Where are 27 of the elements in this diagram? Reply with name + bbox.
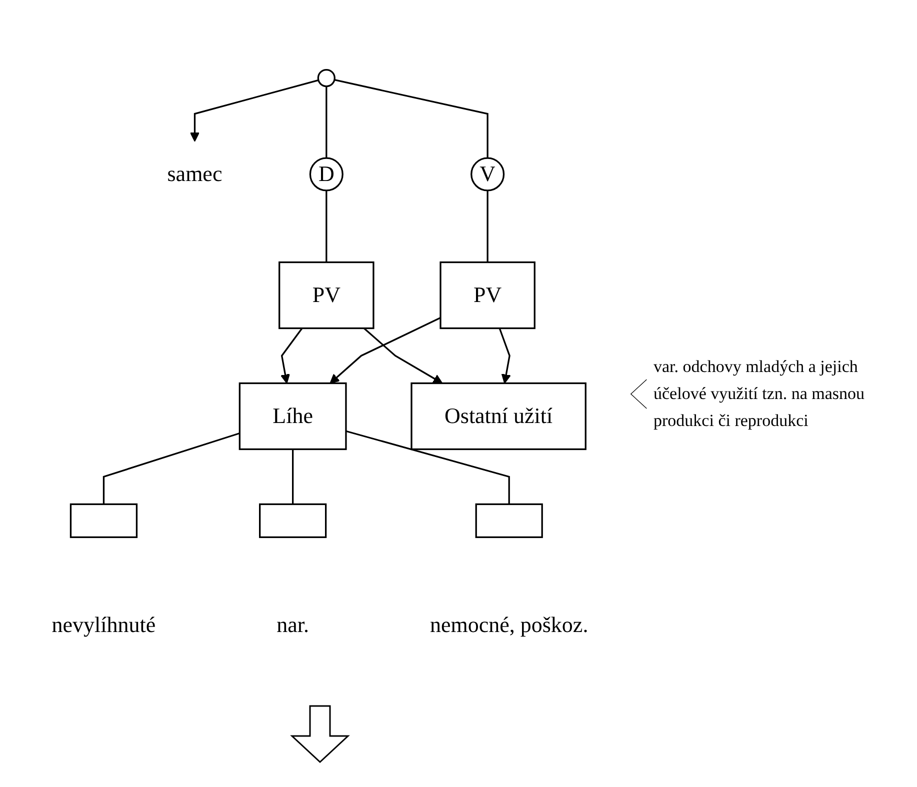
node-box xyxy=(475,502,543,538)
node-label: nevylíhnuté xyxy=(52,612,156,637)
arrow xyxy=(498,327,511,384)
connector xyxy=(334,78,488,158)
connector xyxy=(292,448,294,504)
node-box: PV xyxy=(440,260,536,329)
connector xyxy=(102,432,240,504)
node-box xyxy=(259,502,327,538)
node-circle: D xyxy=(309,156,344,191)
node-circle xyxy=(317,68,336,87)
connector xyxy=(326,190,328,262)
node-label: nar. xyxy=(276,612,310,637)
node-box: Líhe xyxy=(238,382,347,450)
arrow xyxy=(330,316,441,384)
connector xyxy=(486,190,488,262)
arrow xyxy=(280,327,303,384)
connector xyxy=(326,86,328,158)
arrow xyxy=(190,78,319,142)
note-text: var. odchovy mladých a jejich účelové využití tzn. na masnou produkci či reprodukci xyxy=(654,356,866,432)
connector xyxy=(346,430,510,504)
arrow xyxy=(363,327,443,384)
node-circle: V xyxy=(470,156,505,191)
node-text: samec xyxy=(167,162,222,186)
node-box: PV xyxy=(278,260,374,329)
node-box: Ostatní užití xyxy=(410,382,586,450)
node-box xyxy=(70,502,138,538)
node-label: nemocné, poškoz. xyxy=(430,612,588,637)
